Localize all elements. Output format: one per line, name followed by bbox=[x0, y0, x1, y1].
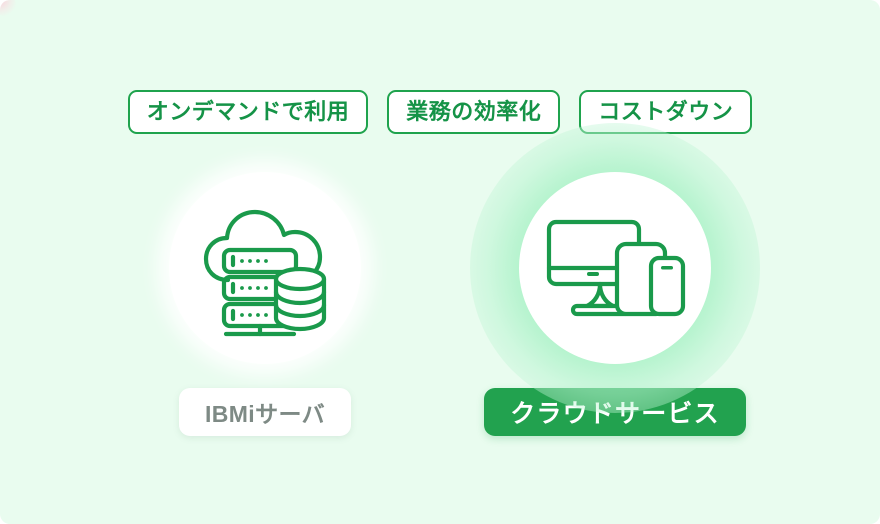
icon-circle bbox=[169, 172, 361, 364]
column-ibmi-server[interactable]: IBMiサーバ bbox=[140, 168, 390, 436]
cloud-server-database-icon bbox=[190, 198, 340, 338]
tag-pill-on-demand[interactable]: オンデマンドで利用 bbox=[127, 90, 369, 134]
corner-artifact bbox=[0, 0, 16, 16]
icon-circle bbox=[519, 172, 711, 364]
label-pill-cloud-service[interactable]: クラウドサービス bbox=[484, 388, 746, 436]
label-text: クラウドサービス bbox=[510, 400, 720, 428]
label-pill-ibmi-server[interactable]: IBMiサーバ bbox=[178, 388, 352, 436]
comparison-columns: IBMiサーバ bbox=[0, 123, 880, 436]
tag-label: オンデマンドで利用 bbox=[146, 99, 350, 124]
icon-circle-wrap bbox=[470, 123, 760, 413]
multi-device-icon bbox=[543, 210, 687, 326]
label-text: IBMiサーバ bbox=[204, 401, 326, 427]
column-cloud-service[interactable]: クラウドサービス bbox=[470, 123, 760, 436]
tag-list: オンデマンドで利用 業務の効率化 コストダウン bbox=[0, 90, 880, 134]
tag-pill-efficiency[interactable]: 業務の効率化 bbox=[387, 90, 561, 134]
tag-label: コストダウン bbox=[598, 99, 734, 124]
tag-label: 業務の効率化 bbox=[406, 99, 542, 124]
tag-pill-cost-down[interactable]: コストダウン bbox=[579, 90, 753, 134]
icon-circle-wrap bbox=[165, 168, 365, 368]
